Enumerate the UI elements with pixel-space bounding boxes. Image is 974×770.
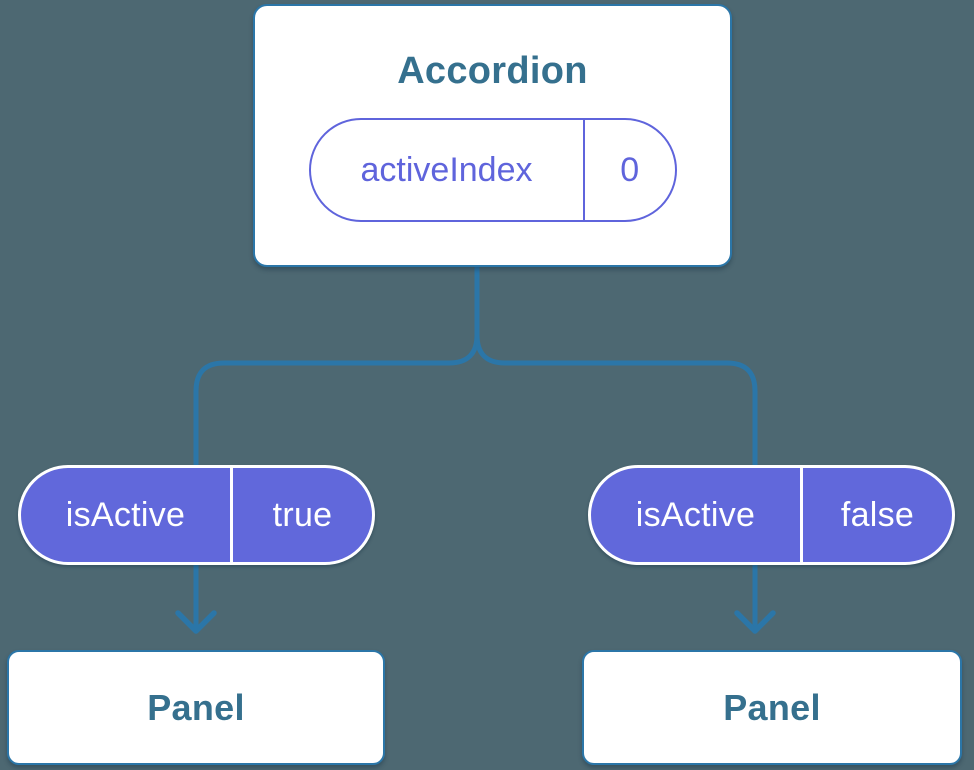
state-value: 0 [620, 150, 640, 189]
panel-component-card: Panel [7, 650, 385, 765]
connector-left-branch [193, 257, 480, 632]
prop-value: true [272, 495, 333, 534]
prop-name: isActive [65, 495, 186, 534]
prop-name: isActive [635, 495, 756, 534]
arrow-down-icon [734, 610, 776, 634]
state-pill-divider [582, 120, 585, 220]
component-title: Panel [147, 686, 245, 728]
prop-pill-isactive-false: isActive false [588, 465, 955, 565]
panel-component-card: Panel [582, 650, 962, 765]
connector-right-branch [474, 257, 758, 632]
state-pill: activeIndex 0 [308, 118, 677, 222]
state-name: activeIndex [360, 150, 533, 189]
prop-pill-isactive-true: isActive true [18, 465, 375, 565]
accordion-component-card: Accordion activeIndex 0 [253, 4, 732, 267]
prop-pill-divider [230, 468, 233, 562]
arrow-down-icon [175, 610, 217, 634]
prop-value: false [840, 495, 915, 534]
prop-pill-divider [800, 468, 803, 562]
component-title: Accordion [397, 50, 588, 92]
component-title: Panel [723, 686, 821, 728]
